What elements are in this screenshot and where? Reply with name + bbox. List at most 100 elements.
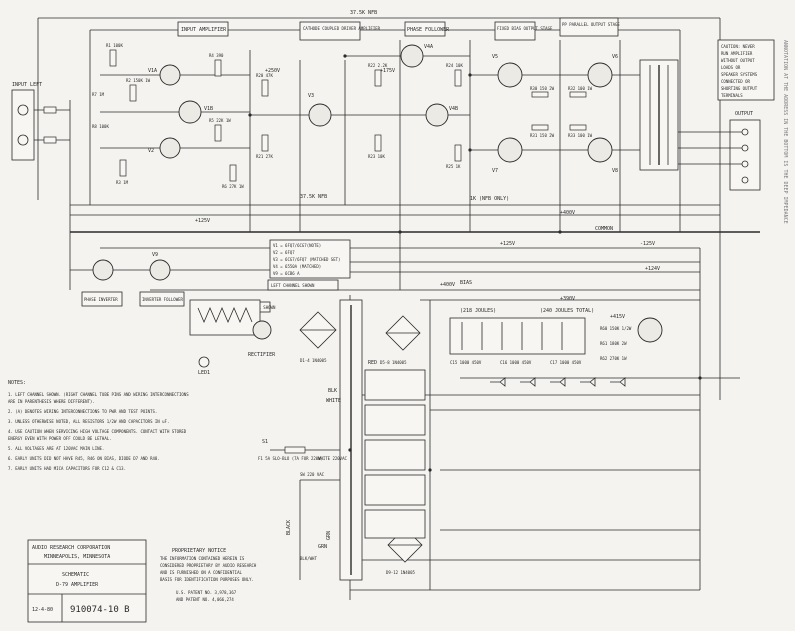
tube-v4b	[425, 103, 449, 127]
caution-line-2: RUN AMPLIFIER	[721, 51, 753, 56]
r33-label: R33 100 1W	[568, 133, 593, 138]
tube-v6	[587, 62, 613, 88]
tube-v4b-name: V4B	[449, 106, 458, 112]
r8-label: R8 100K	[92, 124, 109, 129]
tube-legend-1: V1 = 6FQ7/6CG7(NOTE)	[273, 243, 321, 248]
note-6: 6. EARLY UNITS DID NOT HAVE R45, R46 ON …	[8, 456, 160, 461]
rectifier-label: RECTIFIER	[248, 352, 276, 358]
note-2: 2. (A) DENOTES WIRING INTERCONNECTIONS T…	[8, 409, 157, 414]
input-amplifier: INPUT AMPLIFIER V1A V1B V2 R1 100K R2 15…	[92, 21, 250, 189]
wire-blk-label: BLK	[328, 388, 337, 394]
proprietary-title: PROPRIETARY NOTICE	[172, 548, 226, 554]
note-4: 4. USE CAUTION WHEN SERVICING HIGH VOLTA…	[8, 429, 187, 434]
left-channel-shown-label: LEFT CHANNEL SHOWN	[271, 283, 315, 288]
switch-voltage-label: SW 220 VAC	[300, 472, 325, 477]
fuse-f1	[284, 446, 306, 454]
tube-v5	[497, 62, 523, 88]
patent-1: U.S. PATENT NO. 3,978,367	[176, 590, 237, 595]
r1-label: R1 100K	[106, 43, 123, 48]
company-name: AUDIO RESEARCH CORPORATION	[32, 545, 110, 551]
led-label: LED1	[198, 370, 210, 376]
joules-2-label: (240 JOULES TOTAL)	[540, 308, 594, 314]
r4-label: R4 390	[209, 53, 224, 58]
proprietary-notice: PROPRIETARY NOTICE THE INFORMATION CONTA…	[160, 548, 257, 602]
driver-label: CATHODE COUPLED DRIVER AMPLIFIER	[303, 26, 381, 31]
c17-label: C17 1000 450V	[550, 360, 582, 365]
r3-label: R3 1M	[116, 180, 129, 185]
note-1b: ARE IN PARENTHESIS WHERE DIFFERENT).	[8, 399, 95, 404]
r22-label: R22 2.2K	[368, 63, 388, 68]
bridge-3-label: D9-12 1N4005	[386, 570, 415, 575]
voltage-5: +125V	[500, 241, 515, 247]
tube-legend-2: V2 = 6FQ7	[273, 250, 295, 255]
r7-label: R7 1M	[92, 92, 105, 97]
tube-legend-4: V4 = 6550A (MATCHED)	[273, 264, 321, 269]
tube-v3-name: V3	[308, 93, 314, 99]
bridge-2-label: D5-8 1N4005	[380, 360, 407, 365]
wire-white-label: WHITE	[326, 398, 341, 404]
wire-red-label: RED	[368, 360, 377, 366]
nfb-label-1: 37.5K NFB	[300, 194, 327, 200]
fuse-label: F1 5A SLO-BLO (7A FOR 220V)	[258, 456, 323, 461]
title-block: AUDIO RESEARCH CORPORATION MINNEAPOLIS, …	[27, 539, 147, 623]
r61-label: R61 180K 2W	[600, 341, 627, 346]
tube-v9-name: V9	[152, 252, 158, 258]
joules-1-label: (218 JOULES)	[460, 308, 496, 314]
caution-line-5: SPEAKER SYSTEMS	[721, 72, 758, 77]
voltage-8: +415V	[610, 314, 625, 320]
r25-label: R25 1K	[446, 164, 461, 169]
c15-label: C15 1000 450V	[450, 360, 482, 365]
tube-v1-inverter	[92, 259, 114, 281]
company-city: MINNEAPOLIS, MINNESOTA	[44, 554, 110, 560]
switch-label: S1	[262, 439, 268, 445]
ground-label: GRN	[326, 531, 332, 540]
product-name: D-79 AMPLIFIER	[56, 582, 99, 588]
r20-label: R20 47K	[256, 73, 273, 78]
nfb-label-3: 1K (NFB ONLY)	[470, 196, 509, 202]
tube-v2-name: V2	[148, 148, 154, 154]
doc-type: SCHEMATIC	[62, 572, 89, 578]
r24-label: R24 10K	[446, 63, 463, 68]
nfb-label-2: 37.5K NFB	[350, 10, 377, 16]
phase-follower-label: PHASE FOLLOWER	[407, 27, 450, 33]
r21-label: R21 27K	[256, 154, 273, 159]
drawing-number: 910074-10 B	[70, 605, 130, 615]
wire-grn-label: GRN	[318, 544, 327, 550]
tube-v4a	[400, 44, 424, 68]
tube-v1b-name: V1B	[204, 106, 213, 112]
r5-label: R5 22K 1W	[209, 118, 231, 123]
tube-legend-3: V3 = 6CG7/6FQ7 (MATCHED SET)	[273, 257, 340, 262]
r31-label: R31 150 2W	[530, 133, 555, 138]
input-left-label: INPUT LEFT	[12, 82, 42, 88]
tube-legend-5: V9 = 6CB6 A	[273, 271, 300, 276]
edge-text: ANNOTATION AT THE ADDRESS IN THE BOTTOM …	[782, 40, 788, 224]
wire-blkwht-label: BLK/WHT	[300, 556, 317, 561]
common-label: COMMON	[595, 226, 613, 232]
r30-label: R30 150 2W	[530, 86, 555, 91]
tube-v1a-name: V1A	[148, 68, 157, 74]
tube-v7-name: V7	[492, 168, 498, 174]
voltage-9: +400V	[440, 282, 455, 288]
tube-v4a-name: V4A	[424, 44, 433, 50]
caution-line-7: SHORTING OUTPUT	[721, 86, 758, 91]
phase-inverter-label: PHASE INVERTER	[84, 297, 118, 302]
r32-label: R32 100 1W	[568, 86, 593, 91]
pp-parallel-label: PP PARALLEL OUTPUT STAGE	[562, 22, 620, 27]
tube-v7	[497, 137, 523, 163]
notes-block: NOTES: 1. LEFT CHANNEL SHOWN. (RIGHT CHA…	[8, 380, 189, 471]
proprietary-line-3: AND IS FURNISHED ON A CONFIDENTIAL	[160, 570, 242, 575]
rectifier-tube	[252, 320, 272, 340]
note-4b: ENERGY EVEN WITH POWER OFF COULD BE LETH…	[8, 436, 112, 441]
proprietary-line-1: THE INFORMATION CONTAINED HEREIN IS	[160, 556, 245, 561]
voltage-3: +250V	[265, 68, 280, 74]
voltage-10: +124V	[645, 266, 660, 272]
caution-block: CAUTION: NEVER RUN AMPLIFIER WITHOUT OUT…	[678, 39, 775, 191]
title-date: 12-4-80	[32, 607, 53, 613]
tube-v8	[587, 137, 613, 163]
output-label: OUTPUT	[735, 111, 753, 117]
voltage-2: +125V	[195, 218, 210, 224]
tube-v8-name: V8	[612, 168, 618, 174]
note-5: 5. ALL VOLTAGES ARE AT 120VAC MAIN LINE.	[8, 446, 104, 451]
